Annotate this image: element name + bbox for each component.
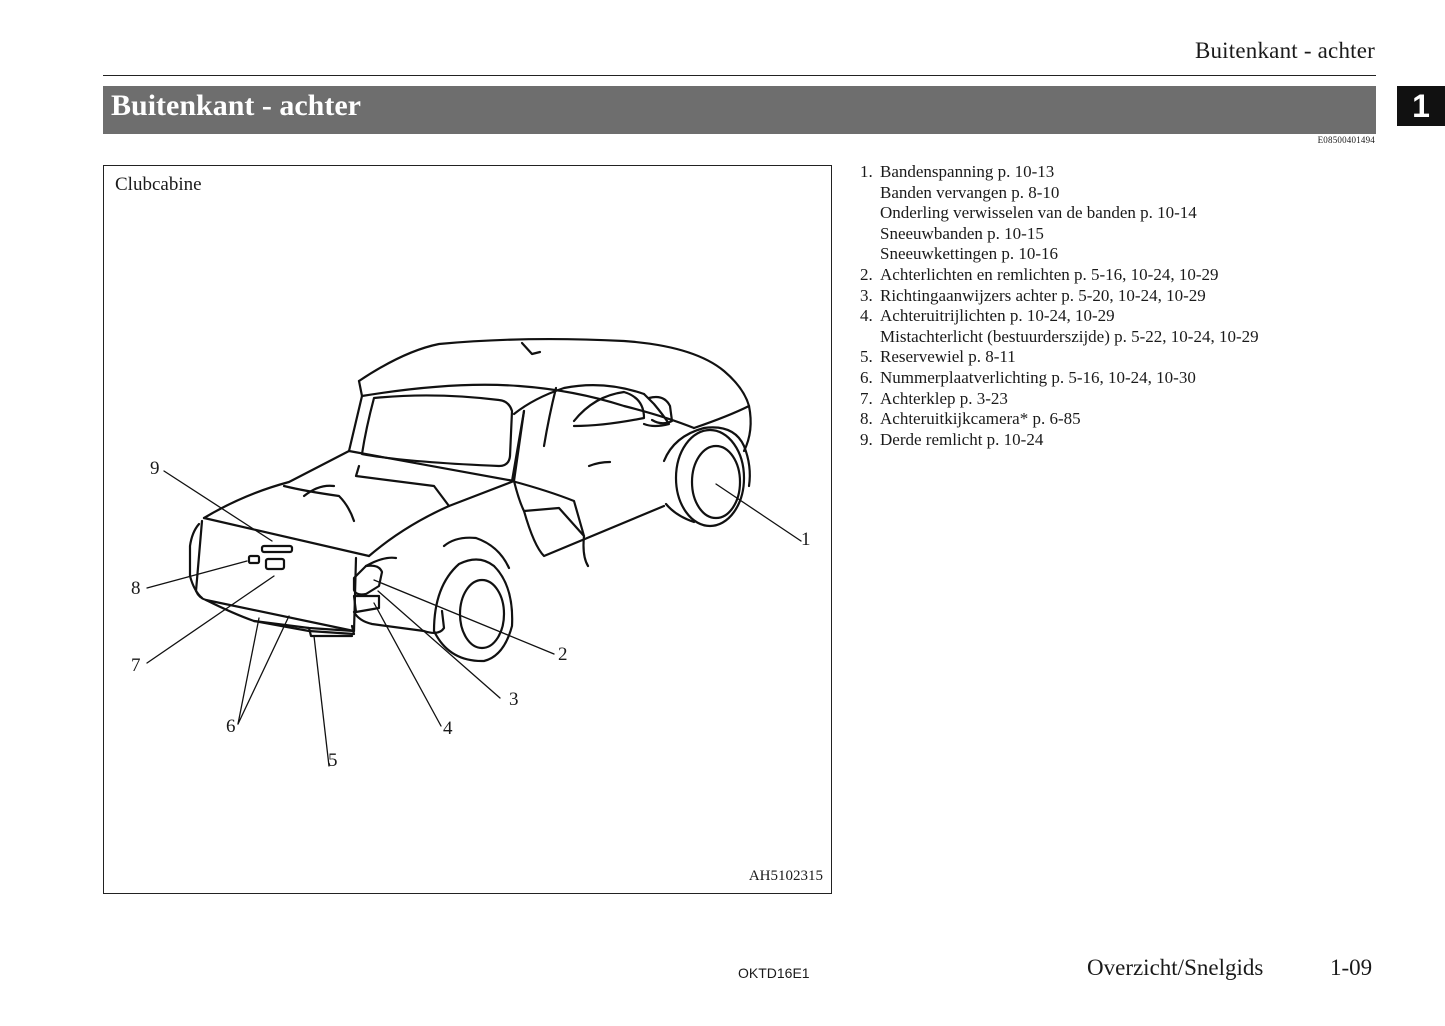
list-item: 7. Achterklep p. 3-23 [860,389,1259,410]
callout-8: 8 [131,578,141,599]
list-item: 4. Achteruitrijlichten p. 10-24, 10-29 M… [860,306,1259,347]
list-item: 3. Richtingaanwijzers achter p. 5-20, 10… [860,286,1259,307]
list-item: 5. Reservewiel p. 8-11 [860,347,1259,368]
item-text: Achterlichten en remlichten p. 5-16, 10-… [880,264,1219,284]
item-text: Onderling verwisselen van de banden p. 1… [880,203,1197,223]
item-number: 4. [860,306,873,326]
list-item: 2. Achterlichten en remlichten p. 5-16, … [860,265,1259,286]
callout-4: 4 [443,718,453,739]
item-number: 2. [860,264,873,284]
item-number: 6. [860,367,873,387]
callout-6: 6 [226,716,236,737]
figure-reference: AH5102315 [748,868,823,884]
item-number: 5. [860,347,873,367]
item-text: Sneeuwbanden p. 10-15 [880,223,1044,243]
header-rule [103,75,1376,76]
list-item: 6. Nummerplaatverlichting p. 5-16, 10-24… [860,368,1259,389]
item-text: Achteruitrijlichten p. 10-24, 10-29 [880,306,1115,326]
section-title-bar: Buitenkant - achter [103,86,1376,134]
callout-9: 9 [150,458,160,479]
item-text: Achterklep p. 3-23 [880,388,1008,408]
running-header: Buitenkant - achter [1194,38,1375,63]
item-text: Sneeuwkettingen p. 10-16 [880,244,1058,264]
callout-5: 5 [328,750,338,771]
item-number: 1. [860,162,873,181]
item-number: 7. [860,388,873,408]
pickup-truck-rear-illustration [146,337,802,767]
section-title: Buitenkant - achter [111,89,361,122]
item-number: 9. [860,429,873,449]
page-number: 1-09 [1330,955,1373,980]
list-item: 9. Derde remlicht p. 10-24 [860,430,1259,451]
figure-box: Clubcabine [103,165,832,894]
callout-3: 3 [509,689,519,710]
item-number: 3. [860,285,873,305]
item-text: Banden vervangen p. 8-10 [880,182,1060,202]
item-number: 8. [860,409,873,429]
component-reference-list: 1. Bandenspanning p. 10-13 Banden vervan… [860,162,1259,450]
chapter-tab[interactable]: 1 [1397,86,1445,126]
item-text: Richtingaanwijzers achter p. 5-20, 10-24… [880,285,1206,305]
doc-code: E08500401494 [1317,135,1375,145]
item-text: Nummerplaatverlichting p. 5-16, 10-24, 1… [880,367,1196,387]
callout-2: 2 [558,644,568,665]
figure-caption: Clubcabine [115,174,202,195]
item-text: Derde remlicht p. 10-24 [880,429,1044,449]
footer-section-title: Overzicht/Snelgids [1087,955,1264,980]
callout-7: 7 [131,655,141,676]
item-text: Achteruitkijkcamera* p. 6-85 [880,409,1081,429]
list-item: 1. Bandenspanning p. 10-13 Banden vervan… [860,162,1259,265]
item-text: Reservewiel p. 8-11 [880,347,1016,367]
item-text: Mistachterlicht (bestuurderszijde) p. 5-… [880,326,1259,346]
list-item: 8. Achteruitkijkcamera* p. 6-85 [860,409,1259,430]
footer-doc-code: OKTD16E1 [738,965,810,981]
item-text: Bandenspanning p. 10-13 [880,162,1055,181]
callout-1: 1 [801,529,811,550]
